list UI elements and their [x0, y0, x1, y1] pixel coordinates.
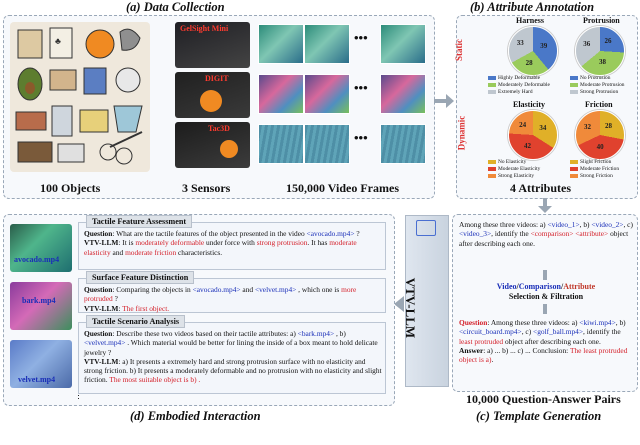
title-attribute-annotation: (b) Attribute Annotation — [470, 0, 595, 14]
header-surface-feature: Surface Feature Distinction — [86, 271, 195, 284]
pie-friction — [575, 110, 625, 160]
qa-block-1 — [78, 222, 386, 270]
frame-3-3 — [380, 124, 426, 164]
template-panel — [452, 214, 638, 392]
legend-friction-2: Moderate Friction — [570, 166, 619, 172]
arrow-a-to-b-head — [446, 94, 454, 108]
legend-elasticity-3: Strong Elasticity — [488, 173, 534, 179]
caption-qa: 10,000 Question-Answer Pairs — [466, 392, 621, 406]
caption-frames: 150,000 Video Frames — [286, 181, 399, 195]
pie-2-value-0: 34 — [539, 123, 547, 132]
arrow-template-2 — [543, 304, 547, 314]
frames-ellipsis-2: ••• — [354, 80, 368, 95]
video-avocado-label: avocado.mp4 — [14, 255, 60, 264]
legend-protrusion-1: No Protrusion — [570, 75, 610, 81]
videos-ellipsis: ⋮ — [74, 390, 83, 400]
video-velvet — [10, 340, 72, 388]
title-template-generation: (c) Template Generation — [476, 409, 602, 423]
frame-1-2 — [304, 24, 350, 64]
title-embodied-interaction: (d) Embodied Interaction — [130, 409, 261, 423]
sensor-digit-label: DIGIT — [205, 74, 229, 83]
pie-3-value-1: 40 — [596, 142, 604, 151]
header-tactile-feature: Tactile Feature Assessment — [86, 215, 193, 228]
arrow-b-to-c-head — [538, 206, 552, 213]
qa-block-1-text: Question: What are the tactile features … — [84, 229, 360, 257]
pie-0-value-1: 28 — [525, 58, 533, 67]
title-data-collection: (a) Data Collection — [126, 0, 225, 14]
pie-title-protrusion: Protrusion — [583, 16, 620, 25]
pie-1-value-2: 36 — [583, 40, 591, 49]
pie-protrusion — [575, 26, 625, 76]
frame-1-1 — [258, 24, 304, 64]
pie-title-elasticity: Elasticity — [513, 100, 545, 109]
pie-title-harness: Harness — [516, 16, 544, 25]
ball-icon-2 — [220, 140, 238, 158]
qa-block-3-text: Question: Describe these two videos base… — [84, 329, 382, 385]
pie-title-friction: Friction — [585, 100, 613, 109]
arrow-b-to-c — [543, 198, 547, 208]
caption-objects: 100 Objects — [40, 181, 101, 195]
legend-protrusion-2: Moderate Protrusion — [570, 82, 624, 88]
frames-ellipsis-1: ••• — [354, 30, 368, 45]
pie-3-value-0: 28 — [605, 121, 613, 130]
frame-3-2 — [304, 124, 350, 164]
pie-2-value-1: 42 — [523, 142, 531, 151]
caption-attributes: 4 Attributes — [510, 181, 571, 195]
sensor-gelsight-image — [175, 22, 250, 68]
pie-3-value-2: 32 — [584, 123, 592, 132]
template-example: Question: Among these three videos: a) <… — [459, 318, 628, 365]
label-static: Static — [454, 39, 464, 61]
legend-harness-1: Highly Deformable — [488, 75, 540, 81]
frame-2-2 — [304, 74, 350, 114]
caption-sensors: 3 Sensors — [182, 181, 231, 195]
sensor-gelsight-label: GelSight Mini — [180, 24, 229, 33]
video-icon — [416, 220, 436, 236]
pie-1-value-1: 38 — [599, 58, 607, 67]
frame-1-3 — [380, 24, 426, 64]
qa-block-3 — [78, 322, 386, 394]
selection-filtration: Video/Comparison/Attribute Selection & F… — [496, 282, 596, 301]
arrow-a-to-b — [434, 99, 448, 103]
objects-illustration: ♣ — [10, 22, 150, 172]
ball-icon — [200, 90, 222, 112]
frame-3-1 — [258, 124, 304, 164]
pie-0-value-2: 33 — [516, 39, 524, 48]
pie-harness — [508, 26, 558, 76]
legend-harness-2: Moderately Deformable — [488, 82, 550, 88]
frame-2-1 — [258, 74, 304, 114]
legend-protrusion-3: Strong Protrusion — [570, 89, 618, 95]
arrow-template-1 — [543, 270, 547, 280]
pie-elasticity — [508, 110, 558, 160]
legend-harness-3: Extremely Hard — [488, 89, 533, 95]
svg-text:♣: ♣ — [55, 36, 61, 46]
header-tactile-scenario: Tactile Scenario Analysis — [86, 315, 186, 328]
pie-1-value-0: 26 — [604, 37, 612, 46]
qa-block-2-text: Question: Comparing the objects in <avoc… — [84, 285, 357, 313]
video-bark — [10, 282, 72, 330]
template-prompt: Among these three videos: a) <video_1>, … — [459, 220, 633, 248]
pie-2-value-2: 24 — [519, 120, 527, 129]
arrow-to-embodied-head — [394, 296, 404, 312]
pie-0-value-0: 39 — [540, 41, 548, 50]
video-velvet-label: velvet.mp4 — [18, 375, 56, 384]
sensor-tac3d-label: Tac3D — [208, 124, 230, 133]
legend-elasticity-2: Moderate Elasticity — [488, 166, 540, 172]
frame-2-3 — [380, 74, 426, 114]
video-avocado — [10, 224, 72, 272]
vtv-llm-block — [405, 215, 449, 387]
legend-elasticity-1: No Elasticity — [488, 159, 526, 165]
video-bark-label: bark.mp4 — [22, 296, 56, 305]
objects-drawing: ♣ — [15, 27, 143, 165]
legend-friction-3: Strong Friction — [570, 173, 613, 179]
vtv-llm-label: VTV-LLM — [403, 277, 419, 339]
label-dynamic: Dynamic — [456, 115, 467, 151]
legend-friction-1: Slight Friction — [570, 159, 611, 165]
frames-ellipsis-3: ••• — [354, 130, 368, 145]
sensor-tac3d-image — [175, 122, 250, 168]
